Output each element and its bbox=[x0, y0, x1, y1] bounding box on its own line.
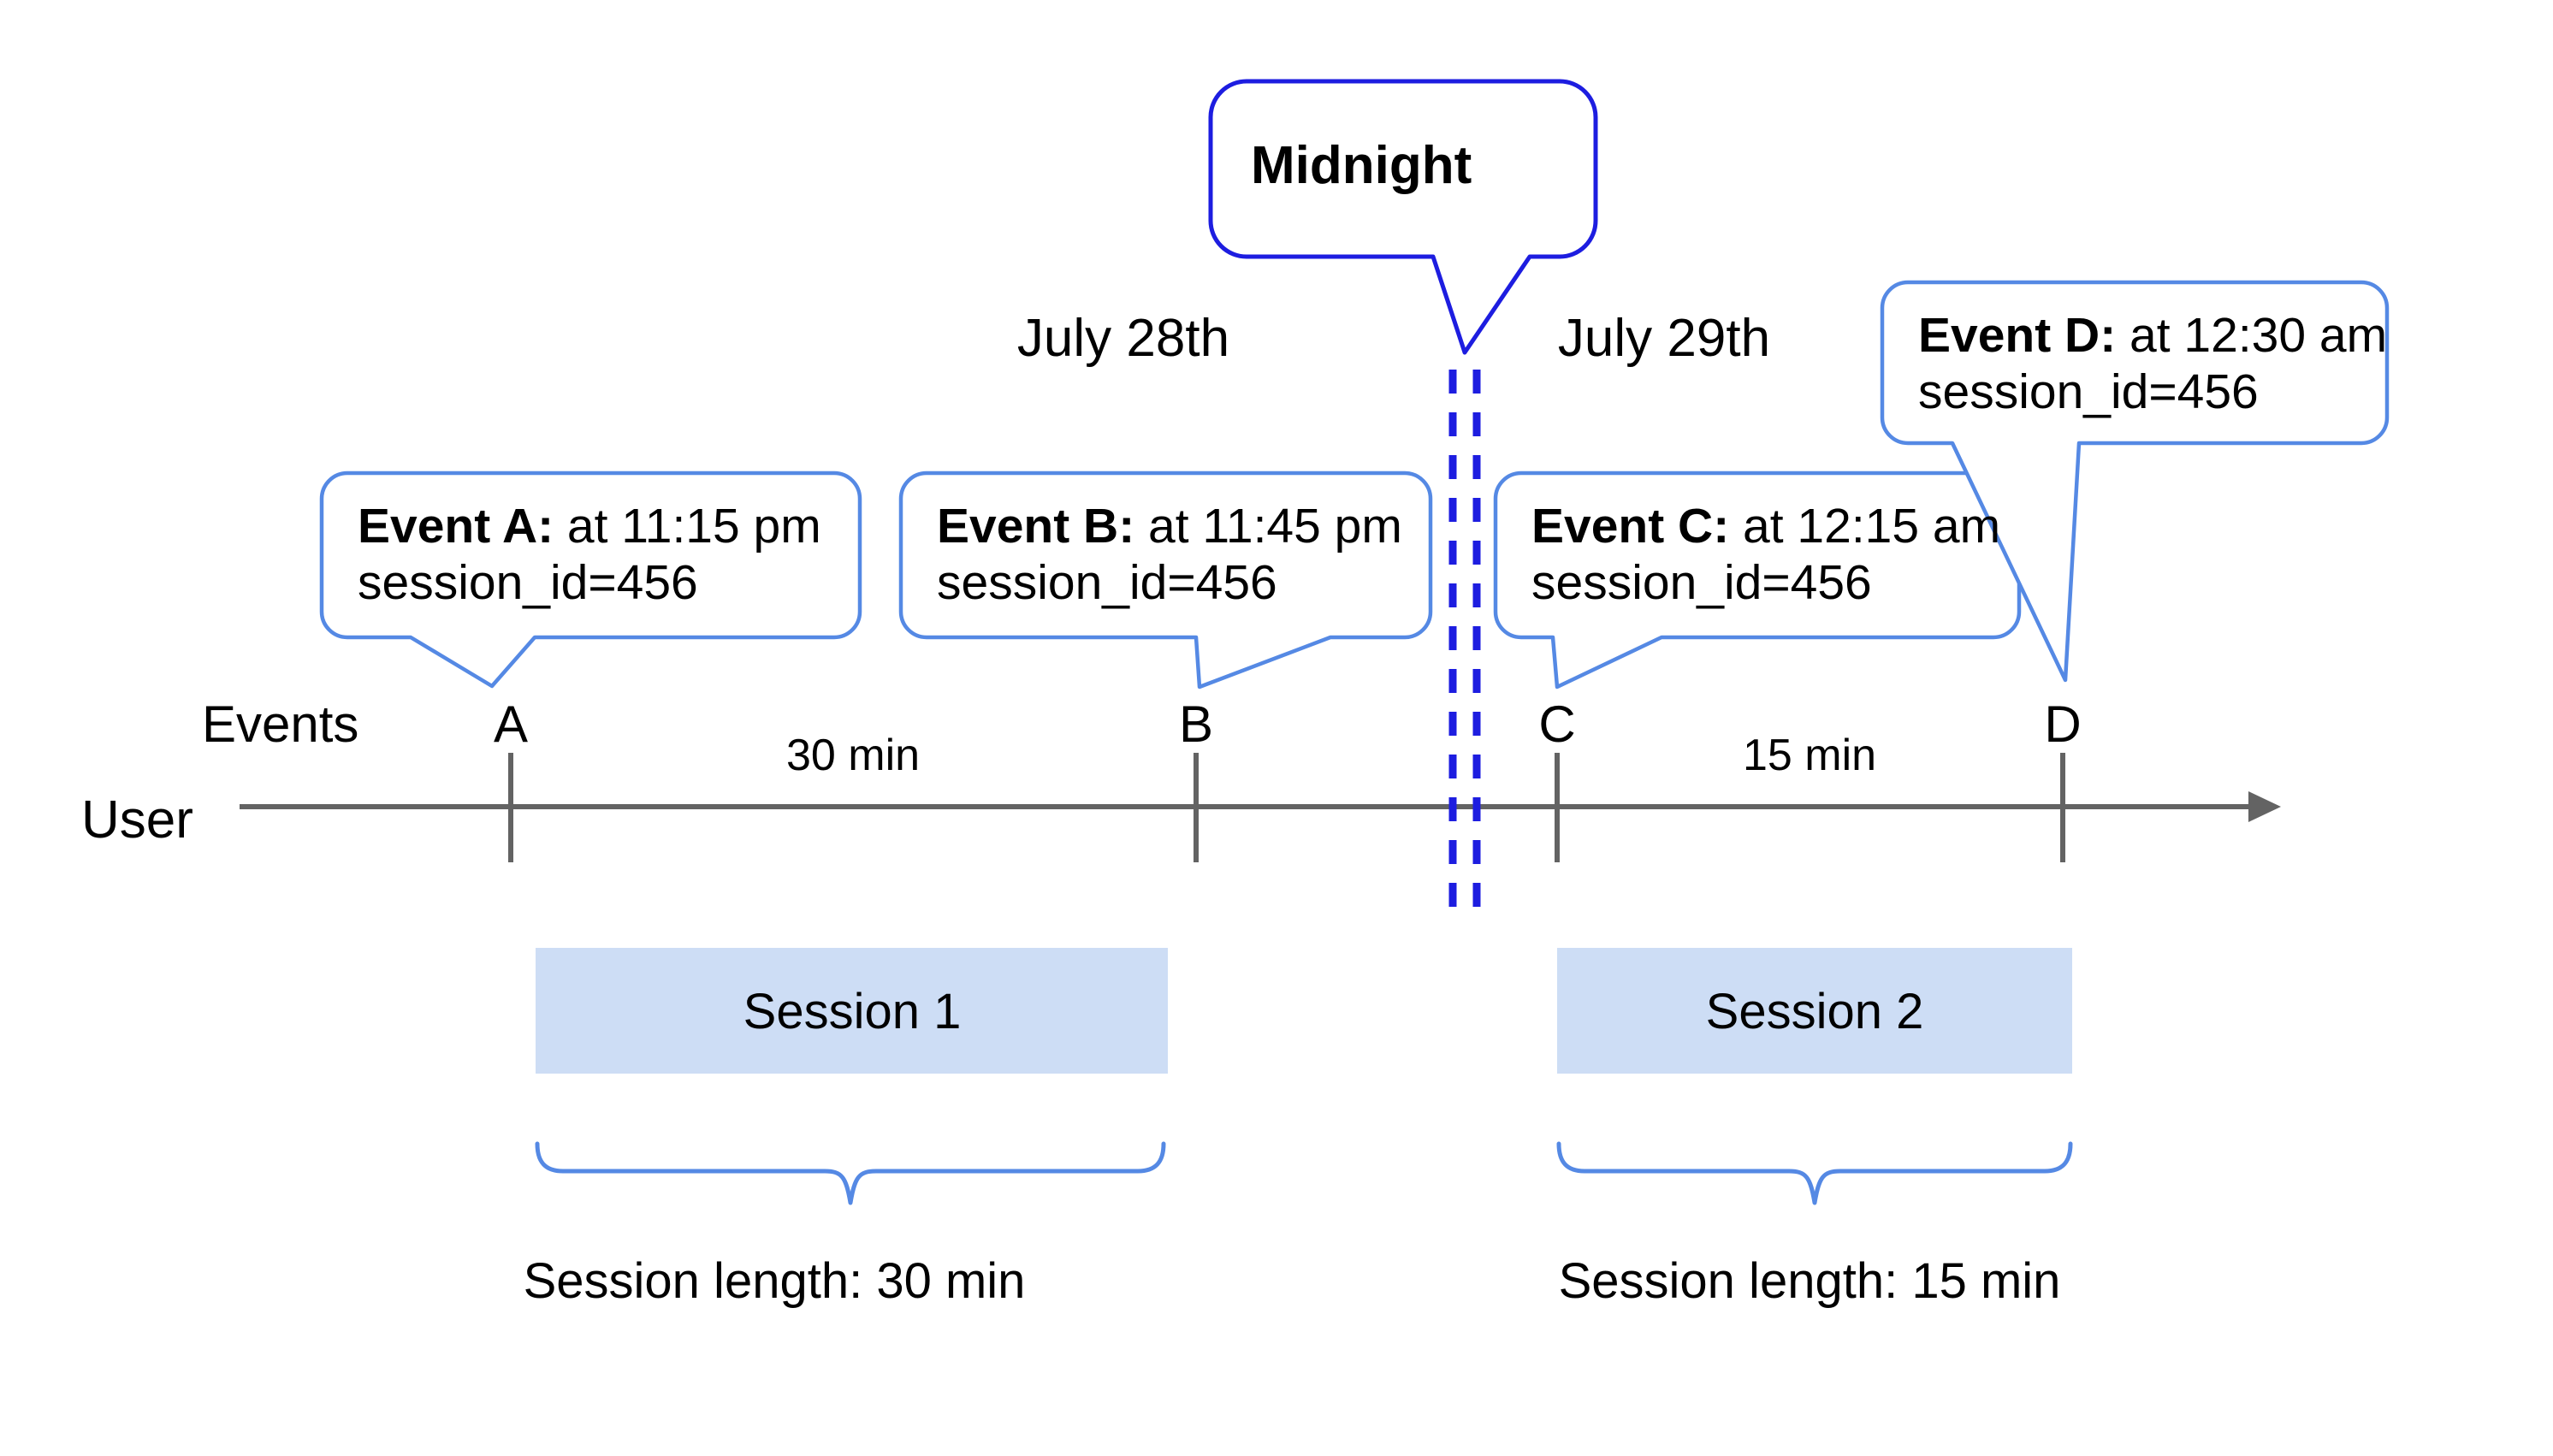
event-c-time: at 12:15 am bbox=[1729, 499, 2001, 553]
event-d-callout-line1: Event D: at 12:30 am bbox=[1918, 307, 2387, 364]
event-b-callout-line1: Event B: at 11:45 pm bbox=[937, 498, 1402, 554]
event-b-callout-text: Event B: at 11:45 pm session_id=456 bbox=[937, 498, 1402, 611]
event-a-callout-bubble bbox=[319, 471, 862, 689]
date-label-july-28: July 28th bbox=[1016, 309, 1230, 368]
session-2-box bbox=[1557, 948, 2072, 1074]
session-1-box bbox=[536, 948, 1168, 1074]
event-a-session-id: session_id=456 bbox=[358, 555, 698, 610]
interval-label-15min: 15 min bbox=[1742, 731, 1877, 780]
events-row-label: Events bbox=[202, 695, 359, 753]
midnight-label: Midnight bbox=[1251, 136, 1472, 195]
user-row-label: User bbox=[81, 790, 193, 849]
event-d-session-id: session_id=456 bbox=[1918, 364, 2259, 419]
session-1-label: Session 1 bbox=[743, 984, 962, 1039]
tick-label-d: D bbox=[2044, 695, 2082, 753]
event-a-callout-text: Event A: at 11:15 pm session_id=456 bbox=[358, 498, 821, 611]
date-label-july-29: July 29th bbox=[1557, 309, 1771, 368]
event-c-callout-line1: Event C: at 12:15 am bbox=[1531, 498, 2000, 554]
event-c-title: Event C: bbox=[1531, 499, 1730, 553]
tick-label-b: B bbox=[1178, 695, 1214, 753]
interval-label-30min: 30 min bbox=[785, 731, 921, 780]
event-a-callout-line1: Event A: at 11:15 pm bbox=[358, 498, 821, 554]
event-d-title: Event D: bbox=[1918, 308, 2117, 363]
event-a-time: at 11:15 pm bbox=[554, 499, 821, 553]
event-b-session-id: session_id=456 bbox=[937, 555, 1277, 610]
event-c-session-id: session_id=456 bbox=[1531, 555, 1872, 610]
event-b-callout-bubble bbox=[898, 471, 1433, 690]
timeline-arrowhead bbox=[2248, 791, 2281, 822]
event-b-time: at 11:45 pm bbox=[1134, 499, 1402, 553]
session-2-length-label: Session length: 15 min bbox=[1558, 1253, 2061, 1309]
event-d-callout-text: Event D: at 12:30 am session_id=456 bbox=[1918, 307, 2387, 420]
event-a-title: Event A: bbox=[358, 499, 554, 553]
midnight-callout-bubble bbox=[1208, 79, 1598, 355]
session-2-label: Session 2 bbox=[1705, 984, 1924, 1039]
tick-label-a: A bbox=[493, 695, 529, 753]
session-1-length-label: Session length: 30 min bbox=[523, 1253, 1026, 1309]
event-b-title: Event B: bbox=[937, 499, 1135, 553]
session-2-brace bbox=[1556, 1141, 2073, 1205]
event-d-time: at 12:30 am bbox=[2116, 308, 2388, 363]
event-d-callout-bubble bbox=[1880, 280, 2390, 683]
tick-label-c: C bbox=[1538, 695, 1576, 753]
event-c-callout-text: Event C: at 12:15 am session_id=456 bbox=[1531, 498, 2000, 611]
session-1-brace bbox=[535, 1141, 1166, 1205]
